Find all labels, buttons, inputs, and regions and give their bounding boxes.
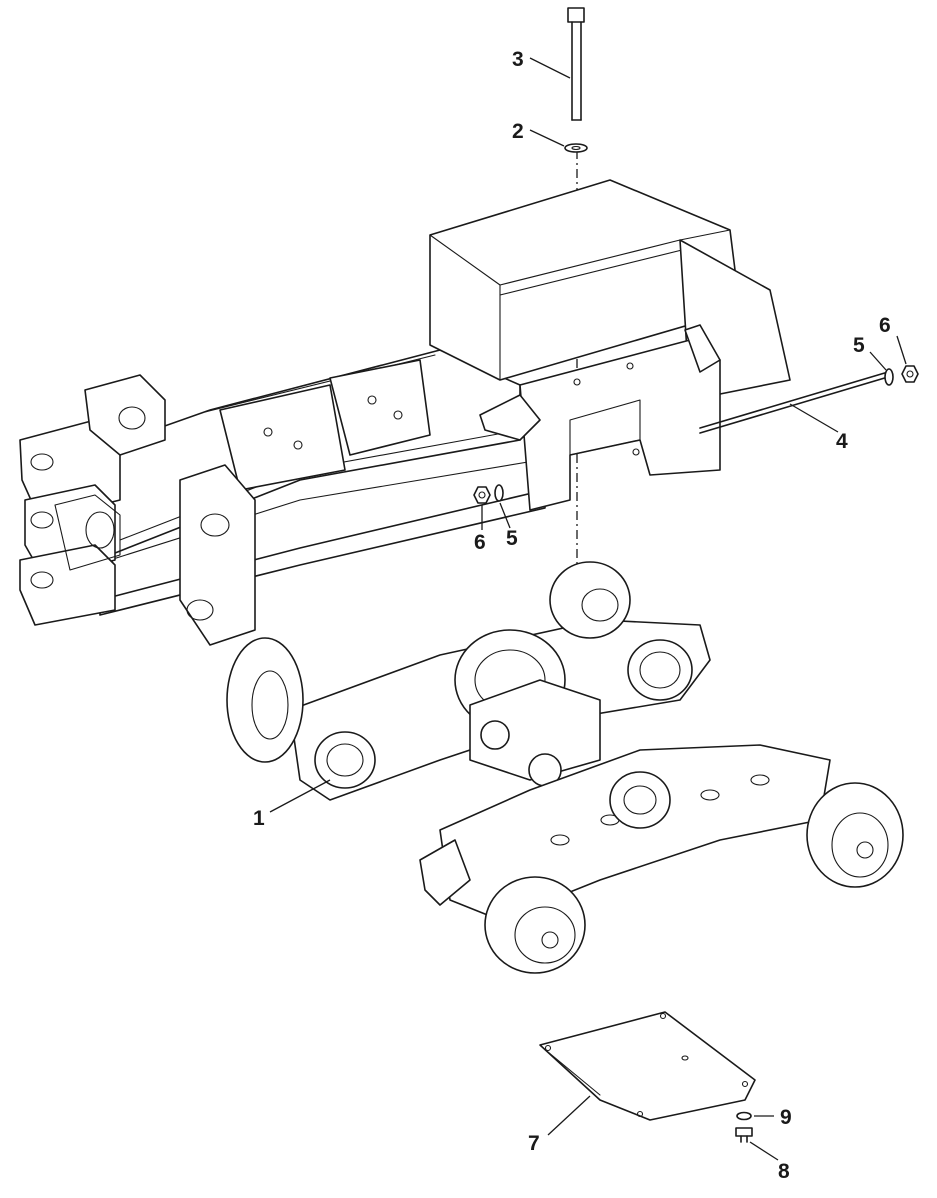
leader-1 [269, 779, 331, 813]
leader-6-right [896, 335, 907, 365]
callout-1: 1 [253, 807, 265, 830]
part-2-washer [564, 143, 588, 153]
callout-7: 7 [528, 1132, 540, 1155]
rear-box-mount [429, 179, 791, 511]
part-5-washer-right [884, 368, 894, 386]
frame-chassis [19, 349, 546, 646]
part-5-washer-left [494, 484, 504, 502]
part-6-nut-left [473, 486, 491, 504]
leader-5-right [869, 351, 887, 371]
part-3-bolt [567, 7, 585, 121]
part-7-plate [539, 1011, 756, 1121]
part-1-bogie-assembly [226, 561, 904, 974]
callout-6-right: 6 [879, 314, 891, 337]
leader-2 [529, 129, 565, 147]
callout-5-right: 5 [853, 334, 865, 357]
callout-8: 8 [778, 1160, 790, 1183]
callout-5-left: 5 [506, 527, 518, 550]
leader-7 [547, 1095, 591, 1136]
part-6-nut-right [901, 365, 919, 383]
leader-4 [789, 403, 839, 433]
part-9-washer [736, 1111, 752, 1121]
callout-2: 2 [512, 120, 524, 143]
leader-3 [529, 57, 571, 79]
leader-5-left [499, 502, 511, 529]
callout-9: 9 [780, 1106, 792, 1129]
part-8-bolt [735, 1127, 753, 1143]
callout-4: 4 [836, 430, 848, 453]
callout-3: 3 [512, 48, 524, 71]
part-4-rod [699, 371, 889, 434]
leader-8 [749, 1141, 779, 1161]
callout-6-left: 6 [474, 531, 486, 554]
